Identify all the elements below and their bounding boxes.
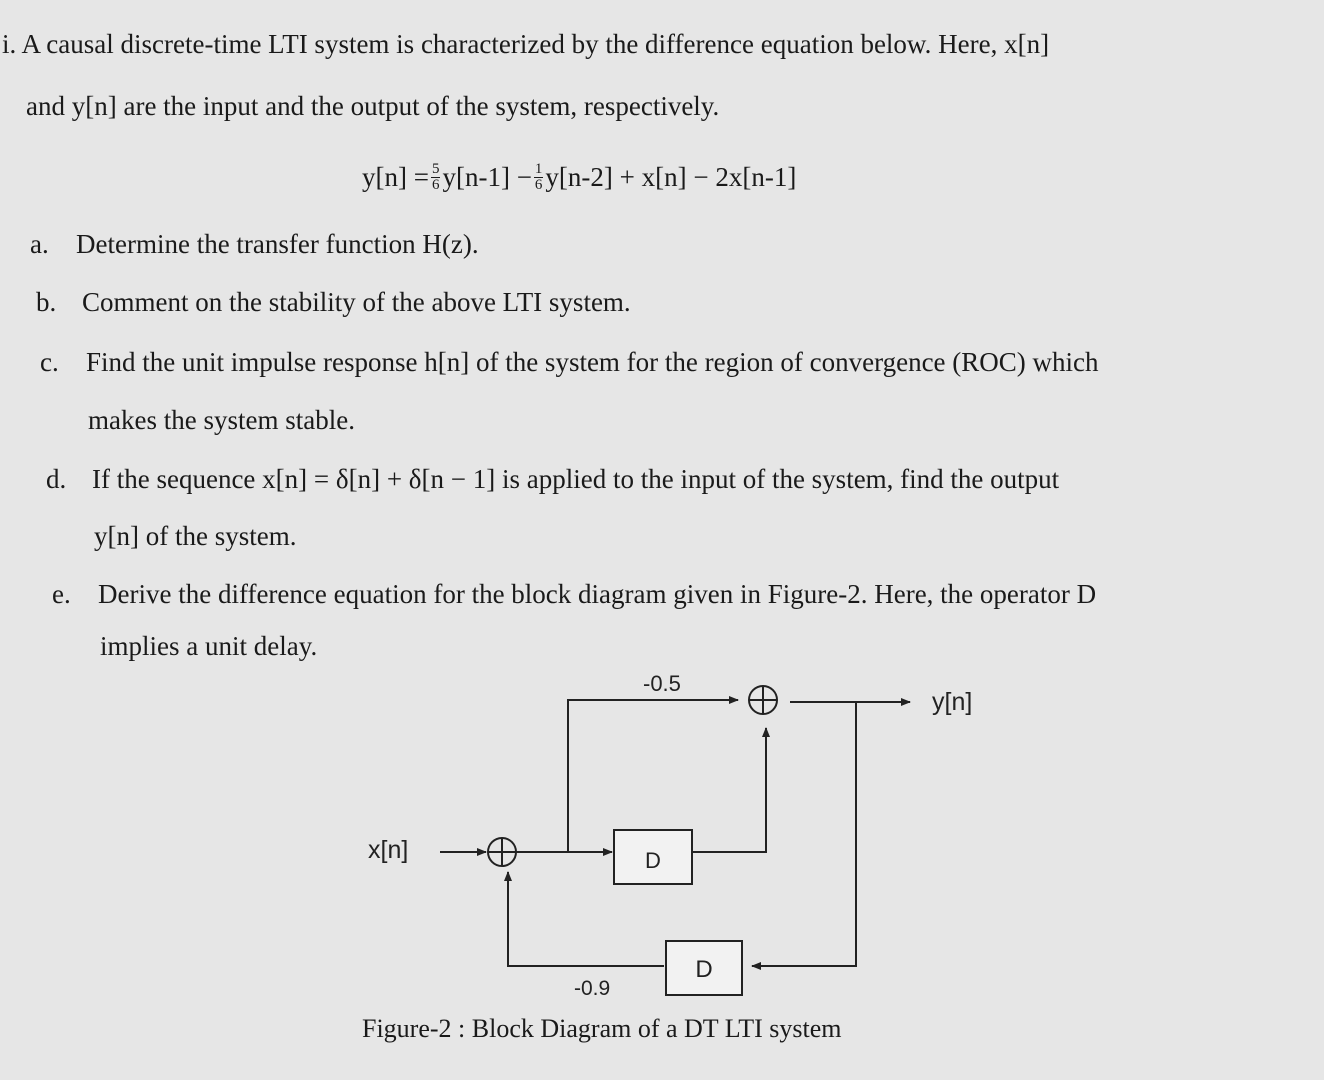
output-label: y[n] (932, 688, 972, 716)
item-label: e. (52, 579, 71, 609)
item-text: Determine the transfer function H(z). (76, 229, 479, 259)
difference-equation: y[n] = 5 6 y[n-1] − 1 6 y[n-2] + x[n] − … (362, 162, 796, 193)
item-e: e. Derive the difference equation for the… (52, 579, 1097, 610)
gain-bottom-label: -0.9 (574, 977, 610, 1000)
item-text: Comment on the stability of the above LT… (82, 287, 631, 317)
item-e-line2: implies a unit delay. (100, 631, 318, 661)
question-number: i. (2, 29, 17, 59)
gain-top-label: -0.5 (643, 671, 681, 696)
figure-caption: Figure-2 : Block Diagram of a DT LTI sys… (362, 1014, 842, 1043)
item-label: d. (46, 464, 67, 494)
question-intro-line1: i. A causal discrete-time LTI system is … (2, 29, 1050, 60)
delay1-to-adder2 (692, 727, 770, 853)
item-d-line2: y[n] of the system. (94, 521, 297, 551)
question-intro-text: A causal discrete-time LTI system is cha… (21, 29, 1050, 59)
equation-term1: y[n-1] − (442, 162, 532, 192)
item-label: c. (40, 347, 59, 377)
item-b: b. Comment on the stability of the above … (36, 287, 631, 318)
feedback-tap (751, 702, 857, 970)
delay-block-1 (613, 829, 693, 885)
fraction-denominator: 6 (534, 177, 543, 193)
fraction-five-sixths: 5 6 (430, 161, 441, 193)
delay-1-label: D (645, 848, 661, 873)
item-label: a. (30, 229, 49, 259)
equation-lhs: y[n] = (362, 162, 429, 192)
delay-2-label: D (695, 956, 712, 983)
item-label: b. (36, 287, 57, 317)
input-label: x[n] (368, 836, 408, 864)
delay2-to-adder1 (504, 871, 664, 967)
item-c: c. Find the unit impulse response h[n] of… (40, 347, 1099, 378)
item-d: d. If the sequence x[n] = δ[n] + δ[n − 1]… (46, 464, 1060, 495)
item-a: a. Determine the transfer function H(z). (30, 229, 479, 260)
fraction-numerator: 5 (430, 161, 441, 178)
item-c-line2: makes the system stable. (88, 405, 355, 435)
item-text: Find the unit impulse response h[n] of t… (86, 347, 1099, 377)
fraction-one-sixth: 1 6 (533, 161, 544, 193)
fraction-denominator: 6 (431, 177, 440, 193)
fraction-numerator: 1 (533, 161, 544, 178)
top-feedforward-path (567, 696, 739, 852)
question-intro-line2: and y[n] are the input and the output of… (26, 91, 720, 121)
item-text: If the sequence x[n] = δ[n] + δ[n − 1] i… (92, 464, 1060, 494)
equation-term2: y[n-2] + x[n] − 2x[n-1] (545, 162, 797, 192)
item-text: Derive the difference equation for the b… (98, 579, 1097, 609)
delay-block-2 (665, 940, 743, 996)
